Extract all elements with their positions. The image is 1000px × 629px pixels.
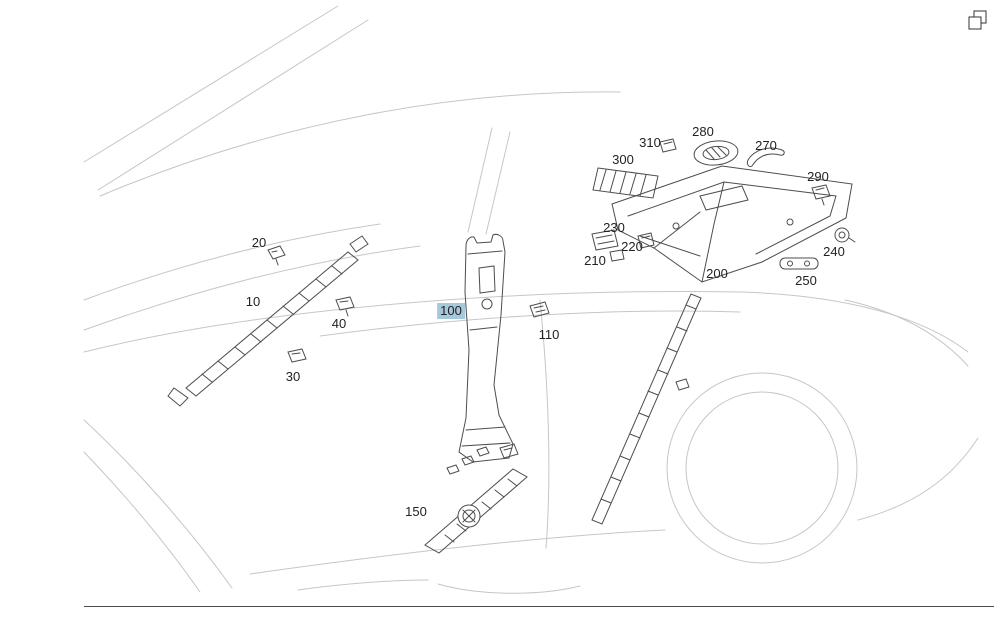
part-label-310[interactable]: 310 <box>639 135 661 150</box>
part-c-pillar-lower-trim <box>591 293 702 525</box>
part-label-210[interactable]: 210 <box>584 253 606 268</box>
part-label-290[interactable]: 290 <box>807 169 829 184</box>
part-100-b-pillar-trim <box>458 233 514 463</box>
part-220-clip <box>637 232 655 249</box>
part-30-clip <box>287 348 307 363</box>
part-label-100[interactable]: 100 <box>437 303 465 319</box>
part-290-clip <box>811 184 831 206</box>
part-300-grille <box>592 167 659 199</box>
part-310-clip <box>659 138 677 153</box>
part-label-40[interactable]: 40 <box>331 316 347 331</box>
part-20-clip <box>267 245 286 266</box>
part-label-240[interactable]: 240 <box>823 244 845 259</box>
part-280-speaker-cover <box>693 140 739 166</box>
part-label-250[interactable]: 250 <box>795 273 817 288</box>
part-230-bracket <box>591 229 619 251</box>
part-40-clip <box>335 296 355 317</box>
bottom-divider <box>84 606 994 607</box>
part-240-grommet <box>834 227 856 243</box>
part-label-220[interactable]: 220 <box>621 239 643 254</box>
part-label-30[interactable]: 30 <box>285 369 301 384</box>
part-label-280[interactable]: 280 <box>692 124 714 139</box>
copy-icon[interactable] <box>968 10 988 30</box>
part-label-10[interactable]: 10 <box>245 294 261 309</box>
part-label-200[interactable]: 200 <box>706 266 728 281</box>
part-110-clip <box>529 301 550 318</box>
part-200-headliner-panel <box>611 165 853 283</box>
part-label-230[interactable]: 230 <box>603 220 625 235</box>
part-label-110[interactable]: 110 <box>538 327 560 342</box>
part-270-trim-strip <box>746 147 785 167</box>
part-label-20[interactable]: 20 <box>251 235 267 250</box>
car-body-outline <box>83 5 979 594</box>
part-250-strip <box>779 257 819 270</box>
part-150-sill-trim <box>424 443 528 554</box>
part-label-270[interactable]: 270 <box>755 138 777 153</box>
part-210-clip <box>609 249 625 262</box>
part-10-a-pillar-trim <box>167 235 369 407</box>
part-label-300[interactable]: 300 <box>612 152 634 167</box>
trim-parts <box>167 138 856 554</box>
part-label-150[interactable]: 150 <box>405 504 427 519</box>
